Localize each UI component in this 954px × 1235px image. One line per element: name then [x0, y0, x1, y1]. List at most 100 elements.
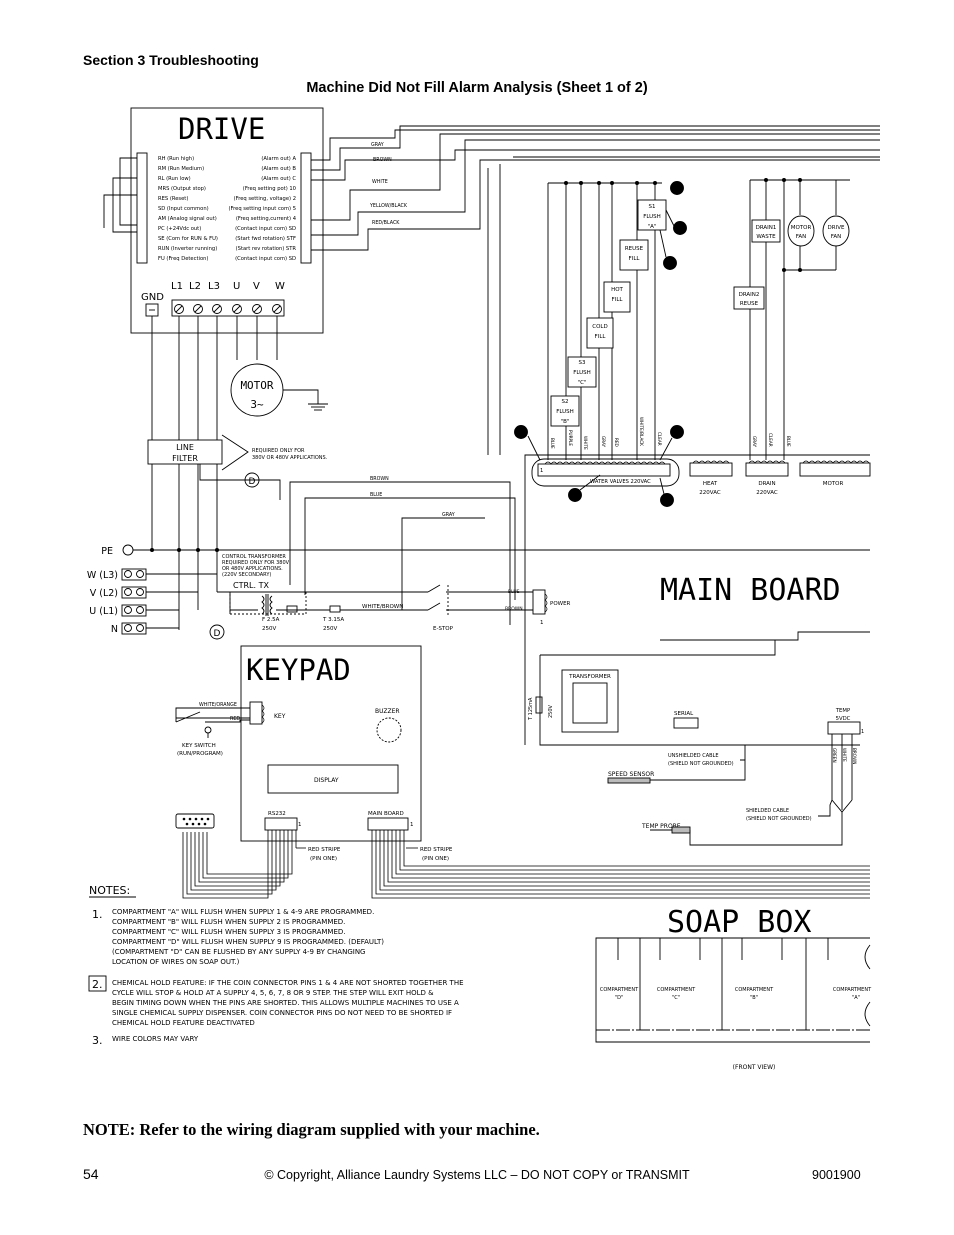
conn-drain-l2: 220VAC — [756, 490, 778, 496]
drain-wire-blue: BLUE — [786, 436, 791, 447]
n-label: N — [111, 624, 118, 635]
note-1-line-5: (COMPARTMENT "D" CAN BE FLUSHED BY ANY S… — [112, 948, 365, 956]
drive-term-r5: (Freq setting, voltage) 2 — [234, 196, 296, 202]
motor-phase: 3~ — [250, 398, 264, 411]
callout-2b: 2 — [674, 429, 680, 439]
note-2-label: 2. — [92, 978, 103, 991]
page-number: 54 — [83, 1166, 99, 1182]
fuse1-l1: F 2.5A — [262, 617, 280, 623]
rs232-pin1: 1 — [298, 822, 302, 828]
document-number: 9001900 — [812, 1168, 861, 1182]
line-filter-l1: LINE — [176, 443, 194, 452]
valve-s2-l3: "B" — [561, 419, 570, 425]
filter-note-l1: REQUIRED ONLY FOR — [252, 448, 305, 454]
u-l1-label: U (L1) — [89, 606, 118, 617]
drive-term-l8: PC (+24Vdc out) — [158, 226, 201, 232]
drive-term-l3: RL (Run low) — [158, 176, 191, 182]
callout-1b: 1 — [677, 225, 683, 235]
drive-term-l5: RES (Reset) — [158, 196, 188, 202]
load-drive-fan-l2: FAN — [831, 234, 842, 240]
line-filter-l2: FILTER — [172, 454, 198, 463]
power-connector-label: POWER — [550, 601, 571, 607]
shielded-l2: (SHIELD NOT GROUNDED) — [746, 816, 812, 822]
keypad-buzzer-label: BUZZER — [375, 708, 400, 715]
power-input: PE W (L3) V (L2) U (L1) N D CONTROL TRAN… — [87, 544, 870, 640]
main-board-title: MAIN BOARD — [660, 573, 841, 608]
wire-yellow-black-label: YELLOW/BLACK — [369, 203, 408, 209]
wire-color-gray: GRAY — [601, 436, 606, 448]
note-2-line-4: SINGLE CHEMICAL SUPPLY DISPENSER. COIN C… — [112, 1009, 452, 1017]
drive-term-r8: (Contact input com) SD — [235, 226, 296, 232]
wire-color-purple: PURPLE — [568, 430, 573, 446]
wire-red-keypad: RED — [230, 716, 240, 722]
note-3-label: 3. — [92, 1034, 103, 1047]
valve-hot-l2: FILL — [612, 297, 624, 303]
compartment-d-l2: "D" — [615, 995, 623, 1001]
wire-color-red: RED — [614, 438, 619, 447]
wire-white-brown-label: WHITE/BROWN — [362, 604, 403, 610]
transformer-label: TRANSFORMER — [568, 674, 611, 680]
wire-color-blue: BLUE — [550, 438, 555, 449]
motor-label: MOTOR — [240, 379, 273, 392]
drive-term-r4: (Freq setting pot) 10 — [243, 186, 296, 192]
temp-wire-white: WHITE — [842, 748, 847, 762]
shielded-l1: SHIELDED CABLE — [746, 808, 789, 814]
valve-s1-l2: FLUSH — [643, 214, 661, 220]
copyright: © Copyright, Alliance Laundry Systems LL… — [264, 1168, 690, 1182]
drive-control-wires: GRAY BROWN WHITE YELLOW/BLACK RED/BLACK — [311, 125, 880, 455]
motor-and-filter: MOTOR 3~ LINE FILTER REQUIRED ONLY FOR 3… — [147, 316, 516, 630]
notes-section: NOTES: 1. COMPARTMENT "A" WILL FLUSH WHE… — [88, 884, 464, 1047]
red-stripe-2-l2: (PIN ONE) — [422, 856, 449, 862]
drain-fan-loads: DRAIN1 WASTE MOTOR FAN DRIVE FAN DRAIN2 … — [733, 178, 850, 460]
callout-3a: 3 — [518, 429, 524, 439]
load-drain2-l1: DRAIN2 — [739, 292, 760, 298]
load-motor-fan-l1: MOTOR — [791, 225, 812, 231]
temp-l1: TEMP — [835, 708, 851, 714]
valve-hot-l1: HOT — [611, 287, 623, 293]
temp-probe-label: TEMP PROBE — [641, 823, 681, 830]
drive-term-l1-power: L1 — [171, 281, 183, 292]
drive-term-r6: (Freq setting input com) 5 — [229, 206, 296, 212]
drive-term-u: U — [233, 281, 240, 292]
compartment-d-l1: COMPARTMENT — [600, 987, 639, 993]
w-l3-label: W (L3) — [87, 570, 118, 581]
compartment-a-l1: COMPARTMENT — [833, 987, 872, 993]
keypad-block: KEYPAD KEY BUZZER DISPLAY RS232 MAIN BOA… — [175, 645, 870, 899]
fuse2-l1: T 3.15A — [322, 617, 344, 623]
compartment-c-l2: "C" — [672, 995, 680, 1001]
mb-pin1: 1 — [410, 822, 414, 828]
valve-reuse-l1: REUSE — [625, 246, 644, 252]
filter-note-l2: 380V OR 480V APPLICATIONS. — [252, 455, 328, 461]
ctrl-note-l2: REQUIRED ONLY FOR 380V — [222, 560, 290, 566]
conn-water-pin1: 1 — [540, 468, 543, 474]
note-1-line-6: LOCATION OF WIRES ON SOAP OUT.) — [112, 958, 240, 966]
temp-wire-brown: BROWN — [852, 748, 857, 764]
load-drain-waste-l1: DRAIN1 — [756, 225, 777, 231]
serial-label: SERIAL — [674, 711, 694, 717]
unshielded-l2: (SHIELD NOT GROUNDED) — [668, 761, 734, 767]
main-board: MAIN BOARD WATER VALVES 220VAC 1 HEAT 22… — [524, 454, 871, 846]
wire-brown3-label: BROWN — [505, 606, 523, 612]
note-1-label: 1. — [92, 908, 103, 921]
conn-drain-l1: DRAIN — [758, 481, 775, 487]
valve-s3-l1: S3 — [579, 360, 586, 366]
section-header: Section 3 Troubleshooting — [83, 52, 259, 68]
valve-s2-l2: FLUSH — [556, 409, 574, 415]
drive-term-l11: FU (Freq Detection) — [158, 256, 208, 262]
temp-wire-green: GREEN — [832, 748, 837, 763]
callout-4: 4 — [664, 497, 670, 507]
callout-3b: 3 — [572, 492, 578, 502]
drive-term-r7: (Freq setting,current) 4 — [236, 216, 297, 222]
unshielded-l1: UNSHIELDED CABLE — [668, 753, 719, 759]
load-drive-fan-l1: DRIVE — [828, 225, 845, 231]
drive-term-l4: MRS (Output stop) — [158, 186, 206, 192]
note-2-line-2: CYCLE WILL STOP & HOLD AT A SUPPLY 4, 5,… — [112, 989, 434, 997]
drive-term-l3-power: L3 — [208, 281, 220, 292]
note-1-line-4: COMPARTMENT "D" WILL FLUSH WHEN SUPPLY 9… — [112, 938, 384, 946]
compartment-a-l2: "A" — [852, 995, 860, 1001]
soap-box: SOAP BOX COMPARTMENT "D" COMPARTMENT "C"… — [595, 905, 872, 1071]
drive-term-l9: SE (Com for RUN & FU) — [158, 236, 218, 242]
callout-d-top: D — [249, 477, 256, 487]
soap-box-title: SOAP BOX — [667, 905, 812, 940]
